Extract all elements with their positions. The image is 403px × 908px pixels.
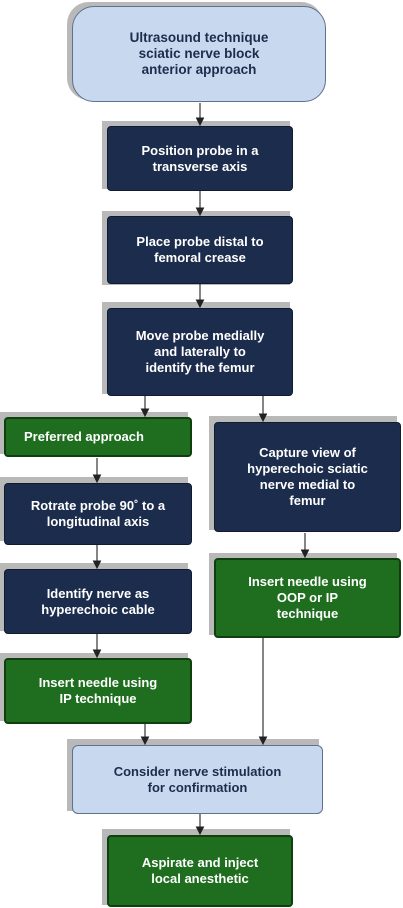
flowchart-title: Ultrasound technique sciatic nerve block… (72, 6, 326, 102)
step-insert-ip: Insert needle using IP technique (4, 658, 192, 724)
step-identify-nerve: Identify nerve as hyperechoic cable (4, 569, 192, 634)
step-aspirate-inject: Aspirate and inject local anesthetic (107, 835, 293, 907)
step-capture-view: Capture view of hyperechoic sciatic nerv… (214, 422, 401, 532)
step-rotrate-probe: Rotrate probe 90˚ to a longitudinal axis (4, 483, 192, 545)
step-position-probe: Position probe in a transverse axis (107, 126, 293, 191)
step-move-probe: Move probe medially and laterally to ide… (107, 308, 293, 396)
preferred-approach-label: Preferred approach (4, 417, 192, 457)
step-consider-stimulation: Consider nerve stimulation for confirmat… (72, 745, 323, 814)
step-place-probe: Place probe distal to femoral crease (107, 216, 293, 284)
step-insert-oop-ip: Insert needle using OOP or IP technique (214, 558, 401, 638)
